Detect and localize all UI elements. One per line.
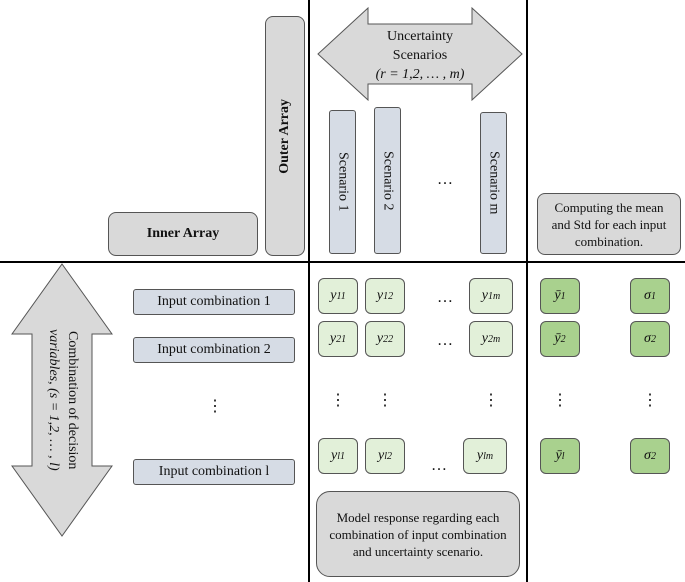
std-vdots: ⋮ (642, 392, 658, 409)
input-combination-2: Input combination 2 (133, 337, 295, 363)
scenario-column-m: Scenario m (480, 112, 507, 254)
scenario-column-2: Scenario 2 (374, 107, 401, 254)
model-response-note: Model response regarding each combinatio… (329, 509, 507, 559)
computing-note: Computing the mean and Std for each inpu… (551, 199, 667, 249)
uncertainty-label: Uncertainty Scenarios (r = 1,2, … , m) (360, 29, 480, 82)
decision-label: Combination of decision variables, (s = … (42, 320, 84, 480)
horizontal-double-arrow (317, 6, 523, 102)
vertical-double-arrow (11, 263, 113, 537)
decision-range: variables, (s = 1,2, … , l) (46, 329, 61, 471)
uncertainty-range: (r = 1,2, … , m) (375, 66, 465, 82)
computing-note-box: Computing the mean and Std for each inpu… (537, 193, 681, 255)
uncertainty-title: Uncertainty Scenarios (386, 28, 454, 63)
horizontal-divider (0, 261, 685, 263)
mean-vdots: ⋮ (552, 392, 568, 409)
model-response-note-box: Model response regarding each combinatio… (316, 491, 520, 577)
outer-array-label: Outer Array (277, 98, 292, 174)
input-combination-1: Input combination 1 (133, 289, 295, 315)
scenario-ellipsis: … (437, 171, 453, 188)
input-combination-l: Input combination l (133, 459, 295, 485)
vertical-divider-left (308, 0, 310, 582)
scenario-label: Scenario 2 (380, 150, 396, 211)
vertical-divider-right (526, 0, 528, 582)
response-vdots: ⋮ (483, 392, 499, 409)
inner-array-label: Inner Array (146, 226, 220, 241)
response-ellipsis: … (437, 332, 453, 349)
outer-array-box: Outer Array (265, 16, 305, 256)
scenario-column-1: Scenario 1 (329, 110, 356, 254)
response-vdots: ⋮ (330, 392, 346, 409)
response-ellipsis: … (437, 289, 453, 306)
scenario-label: Scenario 1 (335, 152, 351, 212)
decision-title: Combination of decision (65, 330, 80, 470)
scenario-label: Scenario m (486, 151, 502, 215)
inner-array-box: Inner Array (108, 212, 258, 256)
input-ellipsis: ⋮ (207, 398, 223, 415)
response-vdots: ⋮ (377, 392, 393, 409)
response-ellipsis: … (431, 457, 447, 474)
